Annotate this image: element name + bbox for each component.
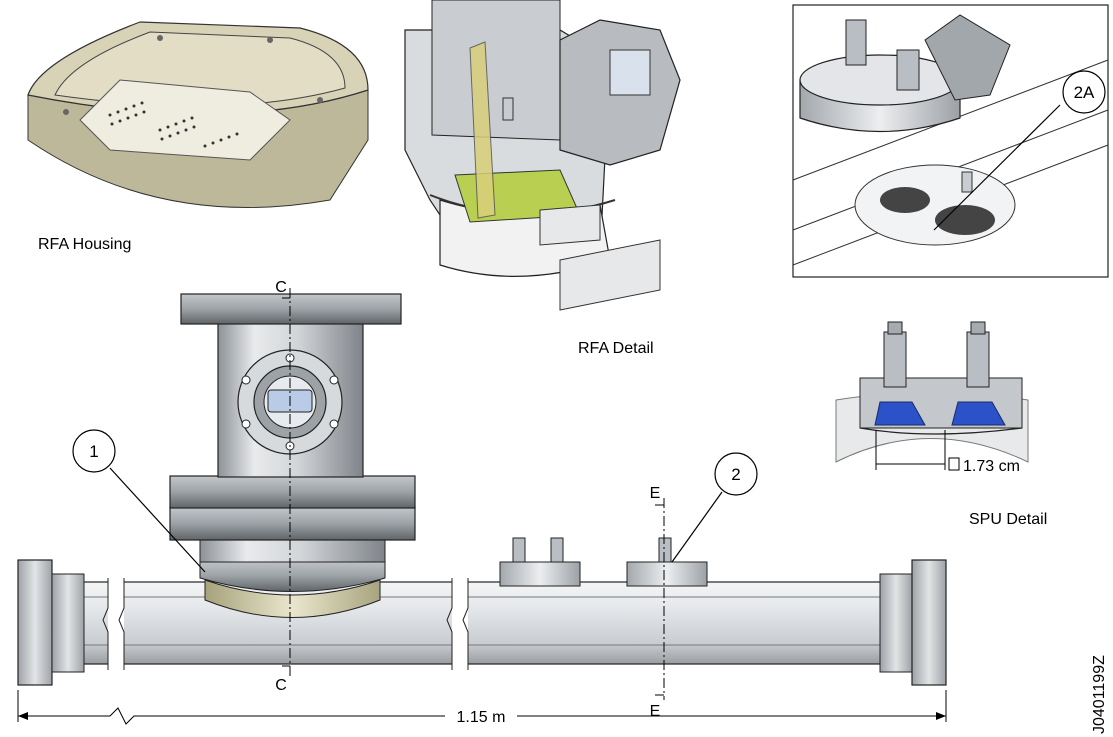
overall-length-label: 1.15 m [457,709,506,726]
spu-detail-illustration [835,321,1029,471]
callout-1-label: 1 [89,442,98,461]
callout-2-circle [714,452,758,496]
callout-2-label: 2 [731,465,740,484]
callout-1-circle [72,429,116,473]
callout-2-leader [671,491,723,563]
rfa-housing-label: RFA Housing [38,236,131,253]
rfa-housing-illustration [27,21,369,208]
overall-length-dimension [17,690,947,725]
section-c-bottom-label: C [275,677,287,694]
spu-dimension-label: 1.73 cm [963,458,1020,475]
spu-detail-label: SPU Detail [969,511,1047,528]
spu-closeup-illustration [792,4,1109,278]
callout-2a-label: 2A [1074,83,1095,102]
section-e-top-label: E [650,485,661,502]
rfa-detail-label: RFA Detail [578,340,654,357]
main-pipe-assembly [17,293,947,686]
section-c-top-label: C [275,279,287,296]
callout-2a-circle [1062,70,1106,114]
rfa-detail-illustration [404,0,681,311]
section-e-bottom-label: E [650,703,661,720]
callout-1-leader [109,467,206,573]
document-id-label: J0401199Z [1091,655,1108,734]
